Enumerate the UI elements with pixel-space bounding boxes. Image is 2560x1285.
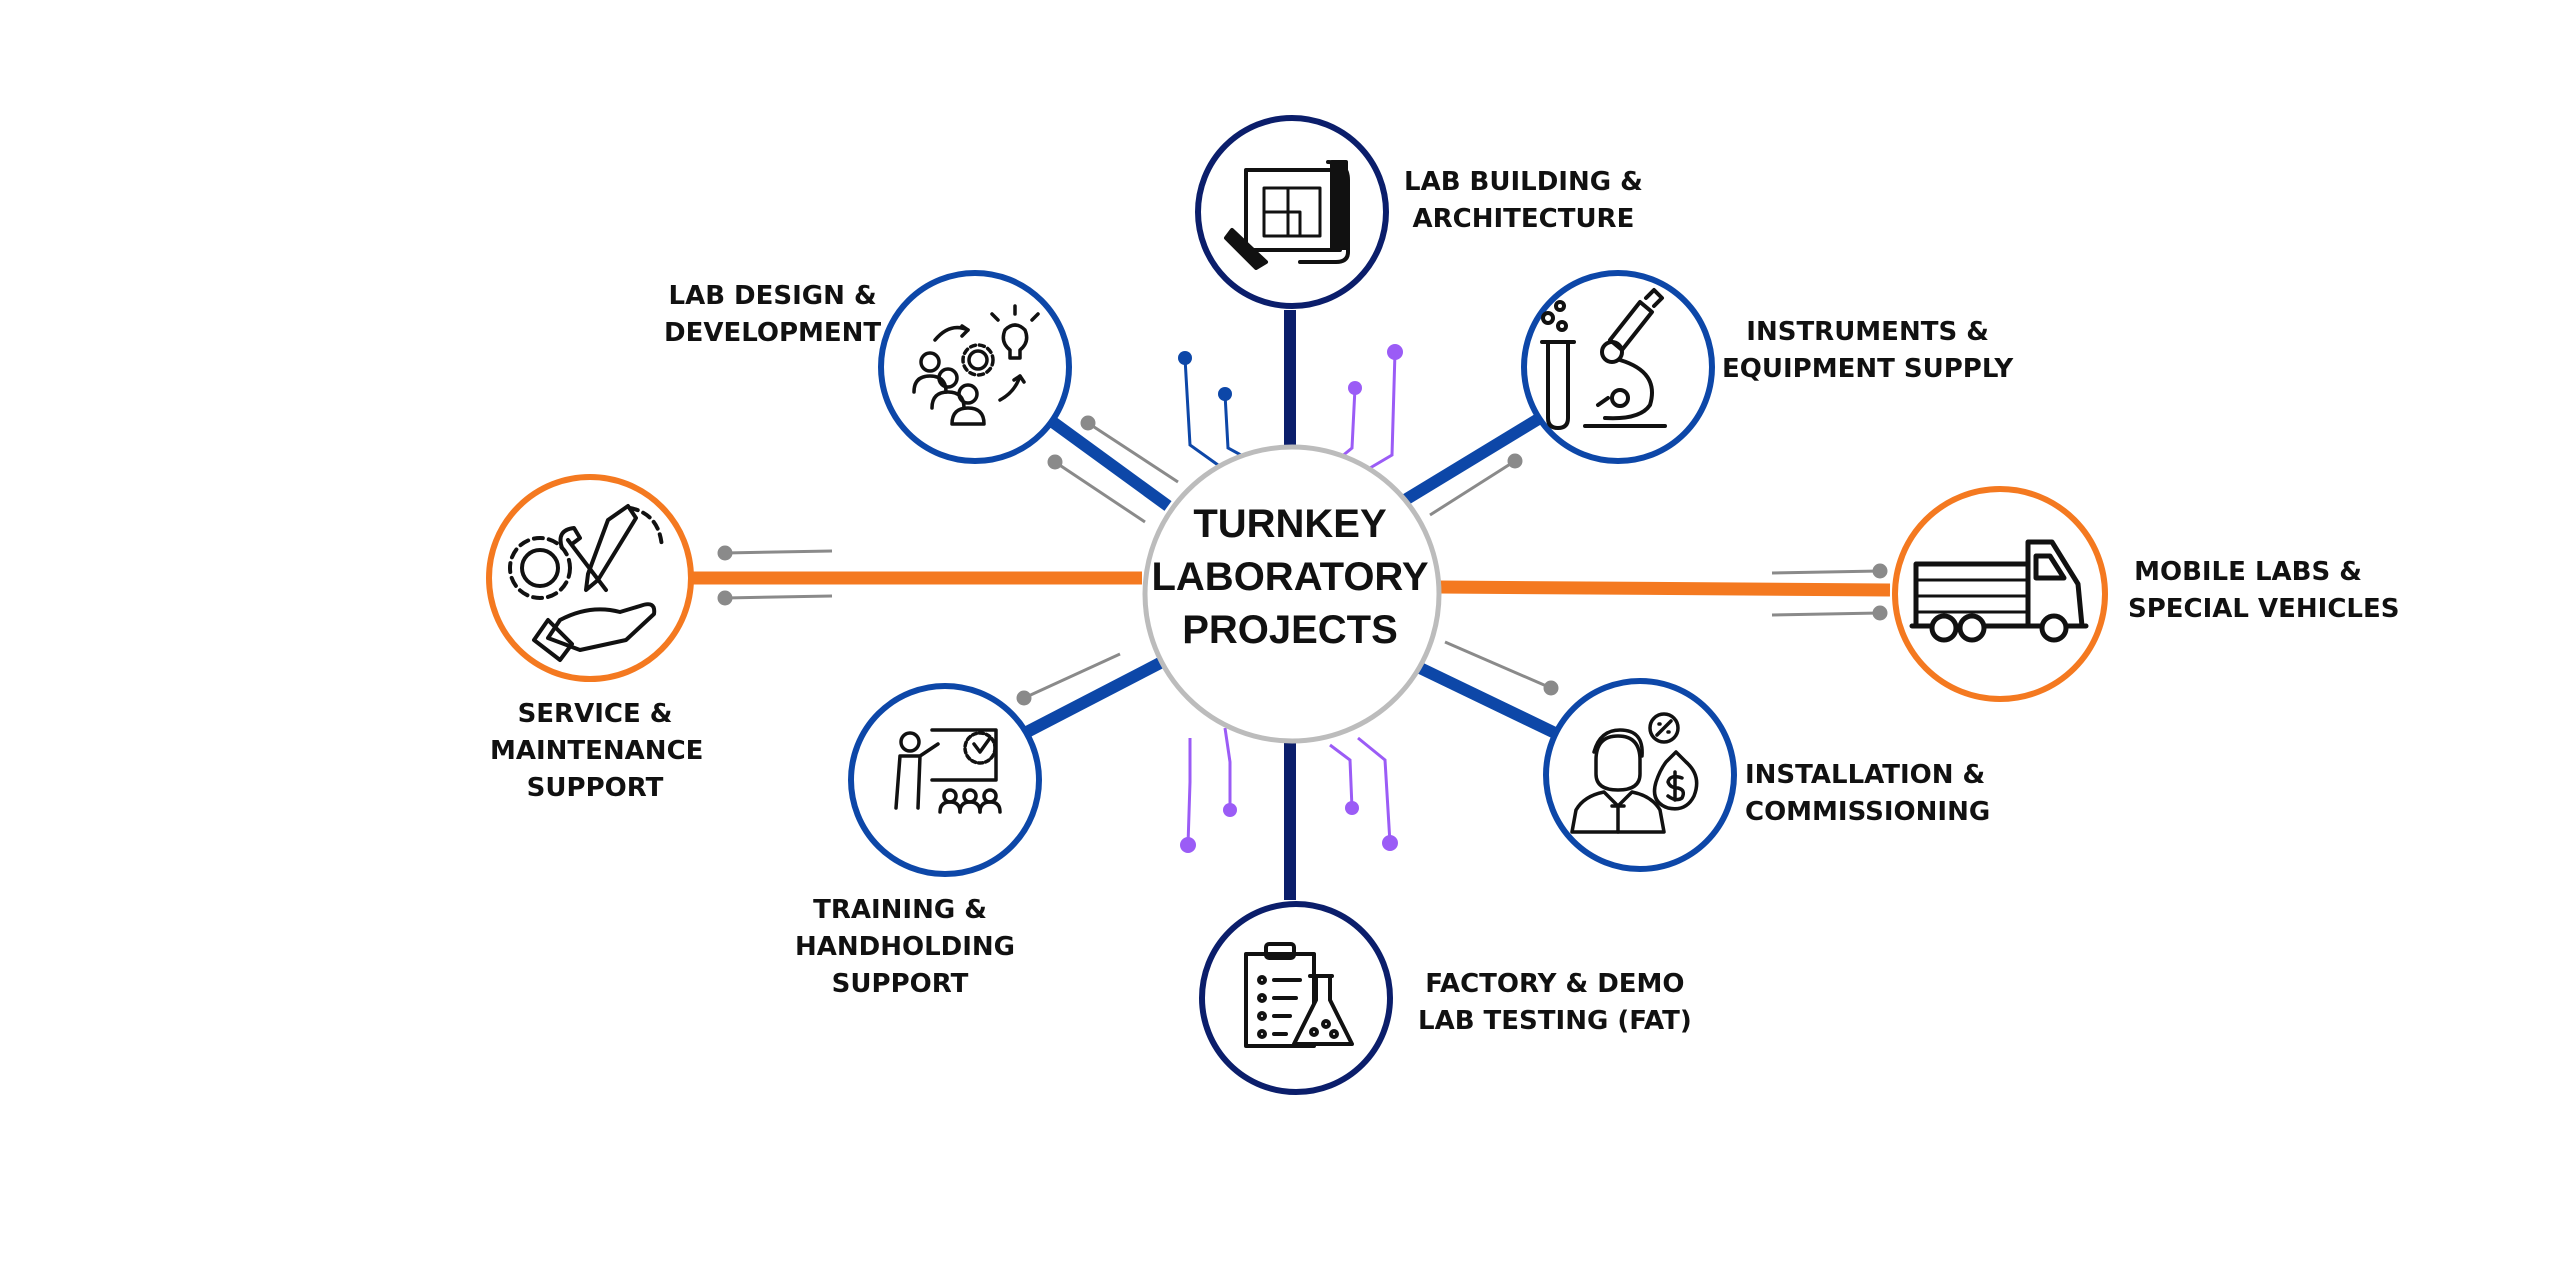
connector-installation [1417, 662, 1558, 739]
label-line: INSTALLATION & [1745, 760, 1986, 790]
microscope-icon [1540, 288, 1667, 430]
label-line: SUPPORT [526, 773, 664, 803]
node-circle-mobile-labs [1892, 486, 2108, 702]
blueprint-icon [1224, 160, 1350, 270]
label-line: MOBILE LABS & [2134, 557, 2362, 587]
label-line: FACTORY & DEMO [1425, 969, 1685, 999]
label-line: SUPPORT [831, 969, 969, 999]
engineer-icon [1570, 712, 1699, 834]
label-line: TRAINING & [813, 895, 987, 925]
connector-lines [690, 310, 1891, 900]
decorative-circuit-bottom [1186, 727, 1392, 846]
label-line: LAB BUILDING & [1404, 167, 1643, 197]
label-lab-building: LAB BUILDING & ARCHITECTURE [1404, 164, 1643, 238]
label-mobile-labs: MOBILE LABS & SPECIAL VEHICLES [2128, 554, 2400, 628]
connector-mobile-labs [1437, 580, 1891, 597]
center-title: TURNKEY LABORATORY PROJECTS [1140, 498, 1440, 657]
label-line: COMMISSIONING [1745, 797, 1991, 827]
label-factory: FACTORY & DEMO LAB TESTING (FAT) [1418, 966, 1692, 1040]
center-title-line: LABORATORY [1151, 555, 1429, 599]
clipboard-flask-icon [1244, 942, 1354, 1048]
label-line: MAINTENANCE [490, 736, 704, 766]
label-line: EQUIPMENT SUPPLY [1722, 354, 2014, 384]
label-training: TRAINING & HANDHOLDING SUPPORT [795, 892, 1016, 1003]
label-line: INSTRUMENTS & [1746, 317, 1989, 347]
connector-lab-design [1046, 415, 1172, 511]
label-line: HANDHOLDING [795, 932, 1016, 962]
center-title-line: TURNKEY [1193, 502, 1387, 546]
label-line: SPECIAL VEHICLES [2128, 594, 2400, 624]
truck-icon [1909, 539, 2089, 643]
center-title-line: PROJECTS [1182, 608, 1398, 652]
label-instruments: INSTRUMENTS & EQUIPMENT SUPPLY [1722, 314, 2013, 388]
label-lab-design: LAB DESIGN & DEVELOPMENT [664, 278, 881, 352]
label-service: SERVICE & MAINTENANCE SUPPORT [490, 696, 704, 807]
center-hub [1142, 444, 1442, 744]
tools-hand-icon [508, 504, 664, 662]
connector-training [1022, 656, 1165, 739]
decorative-circuit-bottom-dots [1180, 801, 1398, 853]
connector-instruments [1401, 412, 1544, 506]
decorative-gray-pins [717, 415, 1888, 706]
label-line: LAB DESIGN & [668, 281, 877, 311]
label-line: LAB TESTING (FAT) [1418, 1006, 1692, 1036]
label-line: DEVELOPMENT [664, 318, 882, 348]
label-line: SERVICE & [517, 699, 673, 729]
presentation-icon [894, 728, 1002, 814]
node-circle-instruments [1521, 270, 1715, 464]
label-installation: INSTALLATION & COMMISSIONING [1745, 757, 1991, 831]
label-line: ARCHITECTURE [1412, 204, 1635, 234]
decorative-circuit-top-dots [1178, 344, 1403, 401]
team-ideas-icon [912, 304, 1040, 426]
